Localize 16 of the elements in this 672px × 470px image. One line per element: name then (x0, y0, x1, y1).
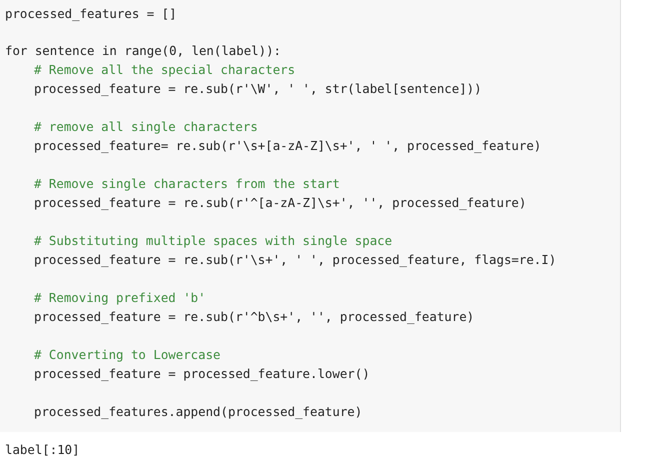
code-line: processed_feature = re.sub(r'^[a-zA-Z]\s+', '', processed_feature) (34, 195, 526, 211)
code-comment: # Remove all the special characters (34, 62, 296, 78)
code-line: label[:10] (5, 442, 80, 458)
code-comment: # Converting to Lowercase (34, 347, 220, 363)
code-line: processed_features.append(processed_feature) (34, 404, 362, 420)
code-line: processed_feature = re.sub(r'\W', ' ', str(label[sentence])) (34, 81, 482, 97)
code-line: processed_feature = re.sub(r'^b\s+', '', processed_feature) (34, 309, 474, 325)
code-line: processed_features = [] (5, 6, 177, 22)
code-line: processed_feature = re.sub(r'\s+', ' ', processed_feature, flags=re.I) (34, 252, 556, 268)
code-comment: # Remove single characters from the start (34, 176, 340, 192)
code-comment: # Substituting multiple spaces with single space (34, 233, 392, 249)
code-comment: # Removing prefixed 'b' (34, 290, 206, 306)
code-line: for sentence in range(0, len(label)): (5, 43, 282, 59)
code-comment: # remove all single characters (34, 119, 258, 135)
code-line: processed_feature = processed_feature.lower() (34, 366, 370, 382)
code-line: processed_feature= re.sub(r'\s+[a-zA-Z]\s+', ' ', processed_feature) (34, 138, 542, 154)
